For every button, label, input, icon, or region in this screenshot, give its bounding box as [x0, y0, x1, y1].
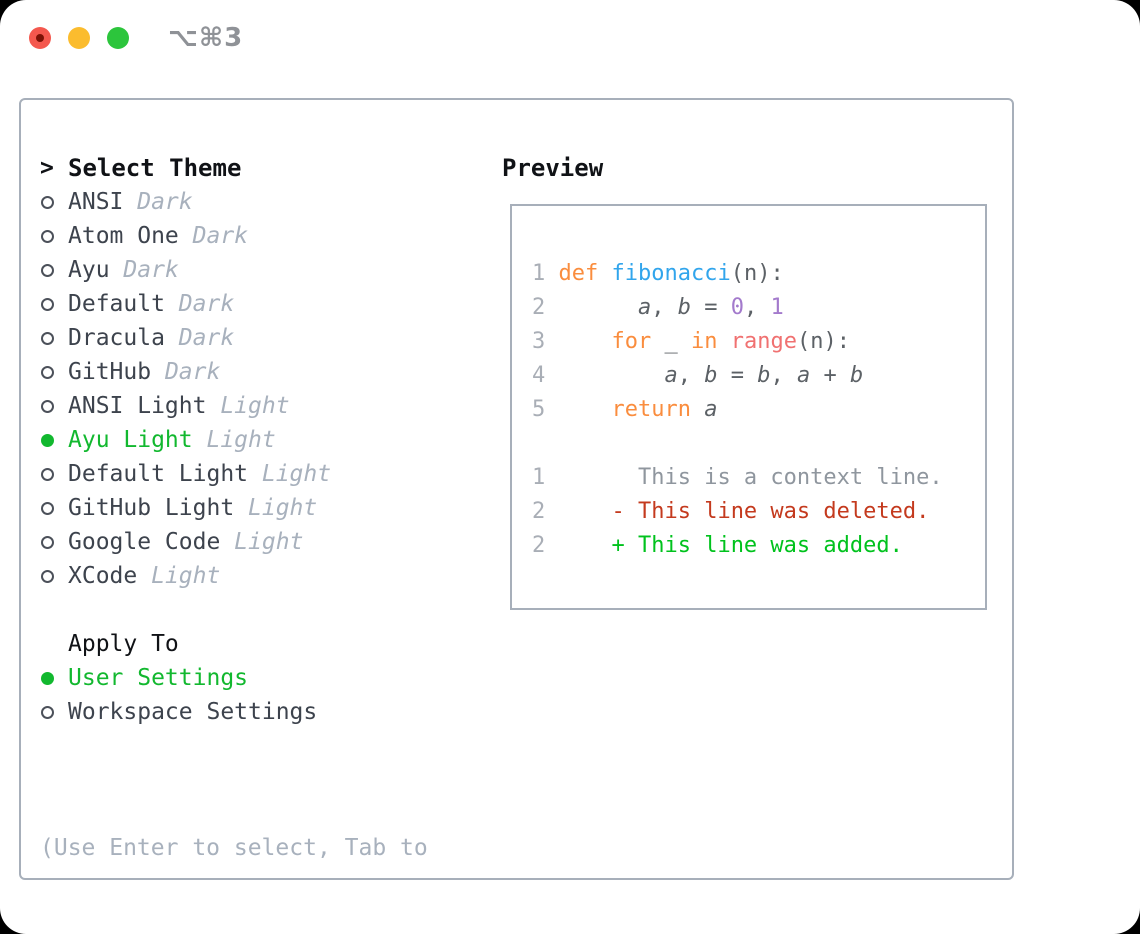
theme-option-google-code[interactable]: Google Code Light	[40, 525, 428, 559]
close-dot-icon	[36, 34, 44, 42]
radio-unselected-icon	[41, 196, 54, 209]
option-label: Ayu Light	[68, 427, 193, 453]
radio-unselected-icon	[41, 264, 54, 277]
theme-variant-label: Light	[234, 495, 318, 521]
code-line: 5 return a	[532, 397, 718, 422]
spacer	[40, 593, 428, 627]
theme-variant-label: Dark	[164, 291, 235, 317]
theme-option-github[interactable]: GitHub Dark	[40, 355, 428, 389]
close-button[interactable]	[29, 27, 51, 49]
apply-to-header: Apply To	[40, 627, 428, 661]
code-line: 1 This is a context line.	[532, 465, 943, 490]
code-line: 2 a, b = 0, 1	[532, 295, 784, 320]
theme-option-github-light[interactable]: GitHub Light Light	[40, 491, 428, 525]
select-theme-title: Select Theme	[68, 154, 242, 182]
code-line: 3 for _ in range(n):	[532, 329, 850, 354]
option-label: GitHub	[68, 359, 152, 385]
help-line-1: (Use Enter to select, Tab to	[40, 835, 428, 861]
theme-option-atom-one[interactable]: Atom One Dark	[40, 219, 428, 253]
radio-unselected-icon	[41, 332, 54, 345]
theme-variant-label: Light	[248, 461, 332, 487]
theme-variant-label: Dark	[123, 189, 193, 215]
zoom-button[interactable]	[107, 27, 129, 49]
theme-option-ayu[interactable]: Ayu Dark	[40, 253, 428, 287]
theme-option-ansi-light[interactable]: ANSI Light Light	[40, 389, 428, 423]
minimize-button[interactable]	[68, 27, 90, 49]
option-label: GitHub Light	[68, 495, 235, 521]
theme-option-default[interactable]: Default Dark	[40, 287, 428, 321]
radio-selected-icon	[41, 434, 54, 447]
theme-variant-label: Light	[206, 393, 290, 419]
radio-unselected-icon	[41, 230, 54, 243]
radio-unselected-icon	[41, 570, 54, 583]
apply-to-title: Apply To	[68, 631, 179, 657]
preview-pane: 1 def fibonacci(n): 2 a, b = 0, 1 3 for _ …	[510, 204, 987, 610]
option-label: User Settings	[68, 665, 249, 691]
radio-unselected-icon	[41, 536, 54, 549]
apply-option-workspace-settings[interactable]: Workspace Settings	[40, 695, 428, 729]
option-label: Dracula	[68, 325, 165, 351]
radio-unselected-icon	[41, 298, 54, 311]
theme-variant-label: Light	[192, 427, 276, 453]
theme-variant-label: Dark	[178, 223, 249, 249]
theme-option-ayu-light[interactable]: Ayu Light Light	[40, 423, 428, 457]
code-line: 2 - This line was deleted.	[532, 499, 930, 524]
window-title: ⌥⌘3	[168, 23, 244, 53]
help-text: (Use Enter to select, Tab to change focu…	[40, 763, 428, 934]
radio-selected-icon	[41, 672, 54, 685]
radio-unselected-icon	[41, 366, 54, 379]
option-label: Atom One	[68, 223, 179, 249]
theme-option-default-light[interactable]: Default Light Light	[40, 457, 428, 491]
option-label: XCode	[68, 563, 138, 589]
spacer	[40, 729, 428, 763]
option-label: ANSI	[68, 189, 124, 215]
code-line: 4 a, b = b, a + b	[532, 363, 864, 388]
code-line: 1 def fibonacci(n):	[532, 261, 784, 286]
theme-option-dracula[interactable]: Dracula Dark	[40, 321, 428, 355]
radio-unselected-icon	[41, 706, 54, 719]
apply-option-user-settings[interactable]: User Settings	[40, 661, 428, 695]
theme-option-xcode[interactable]: XCode Light	[40, 559, 428, 593]
radio-unselected-icon	[41, 468, 54, 481]
theme-variant-label: Light	[137, 563, 221, 589]
radio-unselected-icon	[41, 502, 54, 515]
theme-variant-label: Dark	[151, 359, 221, 385]
option-label: Ayu	[68, 257, 110, 283]
select-theme-header: > Select Theme	[40, 151, 428, 185]
titlebar: ⌥⌘3	[29, 23, 244, 53]
code-line: 2 + This line was added.	[532, 533, 903, 558]
theme-option-ansi[interactable]: ANSI Dark	[40, 185, 428, 219]
option-label: Default Light	[68, 461, 249, 487]
theme-variant-label: Dark	[164, 325, 235, 351]
theme-variant-label: Dark	[109, 257, 179, 283]
focus-caret-icon: >	[40, 155, 54, 181]
option-label: Google Code	[68, 529, 221, 555]
preview-code: 1 def fibonacci(n): 2 a, b = 0, 1 3 for _ …	[532, 257, 985, 563]
radio-unselected-icon	[41, 400, 54, 413]
code-blank-line	[532, 427, 985, 461]
option-label: ANSI Light	[68, 393, 207, 419]
preview-header: Preview	[502, 154, 604, 182]
option-label: Default	[68, 291, 165, 317]
option-label: Workspace Settings	[68, 699, 318, 725]
theme-variant-label: Light	[220, 529, 304, 555]
